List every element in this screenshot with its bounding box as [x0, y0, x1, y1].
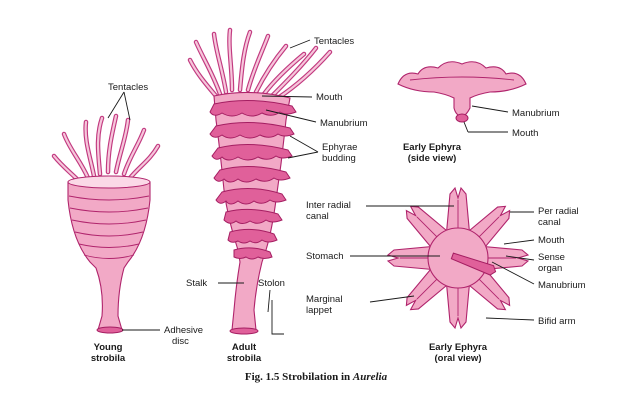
adult-strobila: Tentacles Mouth Manubrium Ephyrae buddin… — [186, 27, 368, 364]
oral-manubrium-label: Manubrium — [538, 280, 586, 291]
marginal-lappet-label-line1: Marginal — [306, 294, 342, 305]
young-strobila-caption-line2: strobila — [91, 353, 126, 364]
young-strobila-body — [67, 175, 151, 331]
side-mouth-label: Mouth — [512, 128, 538, 139]
sense-organ-leader — [505, 255, 535, 261]
adult-strobila-ephyrae-stack — [209, 99, 297, 260]
ephyra-side-caption-line2: (side view) — [408, 153, 457, 164]
stolon-leader — [267, 289, 271, 313]
inter-radial-canal-label-line1: Inter radial — [306, 200, 351, 211]
ephyra-side-bell — [397, 61, 527, 117]
oral-mouth-label: Mouth — [538, 235, 564, 246]
ephyra-side-mouth — [455, 113, 469, 123]
bifid-arm-label: Bifid arm — [538, 316, 576, 327]
oral-mouth-leader — [503, 239, 535, 245]
adult-strobila-caption-line2: strobila — [227, 353, 262, 364]
stalk-label: Stalk — [186, 278, 207, 289]
marginal-lappet-label-line2: lappet — [306, 305, 332, 316]
figure-caption-prefix: Fig. 1.5 Strobilation in — [245, 371, 353, 383]
ephyrae-budding-leader — [289, 135, 319, 153]
young-strobila-rings — [68, 195, 150, 259]
oral-manubrium-leader — [491, 261, 535, 285]
ephyra-oral-caption-line2: (oral view) — [435, 353, 482, 364]
young-tentacles-leader — [107, 91, 125, 119]
adult-tentacles-label: Tentacles — [314, 36, 354, 47]
adult-tentacles-leader — [289, 39, 311, 49]
young-strobila-adhesive-disc — [96, 326, 124, 334]
young-strobila: Tentacles Adhesive disc Young strobila — [51, 82, 203, 364]
adult-strobila-caption-line1: Adult — [232, 342, 257, 353]
ephyra-oral-caption-line1: Early Ephyra — [429, 342, 488, 353]
marginal-lappet-leader — [369, 295, 415, 303]
ephyra-oral-arms — [386, 186, 530, 330]
adult-mouth-label: Mouth — [316, 92, 342, 103]
bifid-arm-leader — [485, 317, 535, 321]
side-manubrium-leader — [471, 105, 509, 113]
sense-organ-label-line1: Sense — [538, 252, 565, 263]
stolon-label: Stolon — [258, 278, 285, 289]
per-radial-canal-label-line2: canal — [538, 217, 561, 228]
adult-manubrium-label: Manubrium — [320, 118, 368, 129]
adhesive-disc-label-line1: Adhesive — [164, 325, 203, 336]
inter-radial-canal-label-line2: canal — [306, 211, 329, 222]
figure-caption-organism: Aurelia — [352, 371, 388, 383]
side-manubrium-label: Manubrium — [512, 108, 560, 119]
stomach-label: Stomach — [306, 251, 344, 262]
young-strobila-tentacles — [51, 113, 161, 185]
early-ephyra-oral-view: Inter radial canal Per radial canal Mout… — [306, 186, 586, 364]
adult-mouth-leader — [261, 95, 313, 98]
sense-organ-label-line2: organ — [538, 263, 562, 274]
ephyra-side-caption-line1: Early Ephyra — [403, 142, 462, 153]
ephyrae-budding-label-line2: budding — [322, 153, 356, 164]
young-strobila-caption-line1: Young — [94, 342, 123, 353]
young-strobila-oral-disc — [67, 175, 151, 189]
ephyrae-budding-label-line1: Ephyrae — [322, 142, 357, 153]
adult-strobila-tentacles — [187, 27, 333, 101]
adhesive-disc-label-line2: disc — [172, 336, 189, 347]
young-tentacles-label: Tentacles — [108, 82, 148, 93]
adult-manubrium-leader — [265, 109, 317, 123]
per-radial-canal-label-line1: Per radial — [538, 206, 579, 217]
adult-strobila-base — [229, 327, 259, 335]
early-ephyra-side-view: Manubrium Mouth Early Ephyra (side view) — [397, 61, 560, 164]
figure-caption: Fig. 1.5 Strobilation in Aurelia — [245, 371, 388, 383]
stolon-line — [271, 300, 284, 335]
ephyra-oral-manubrium — [450, 252, 497, 276]
